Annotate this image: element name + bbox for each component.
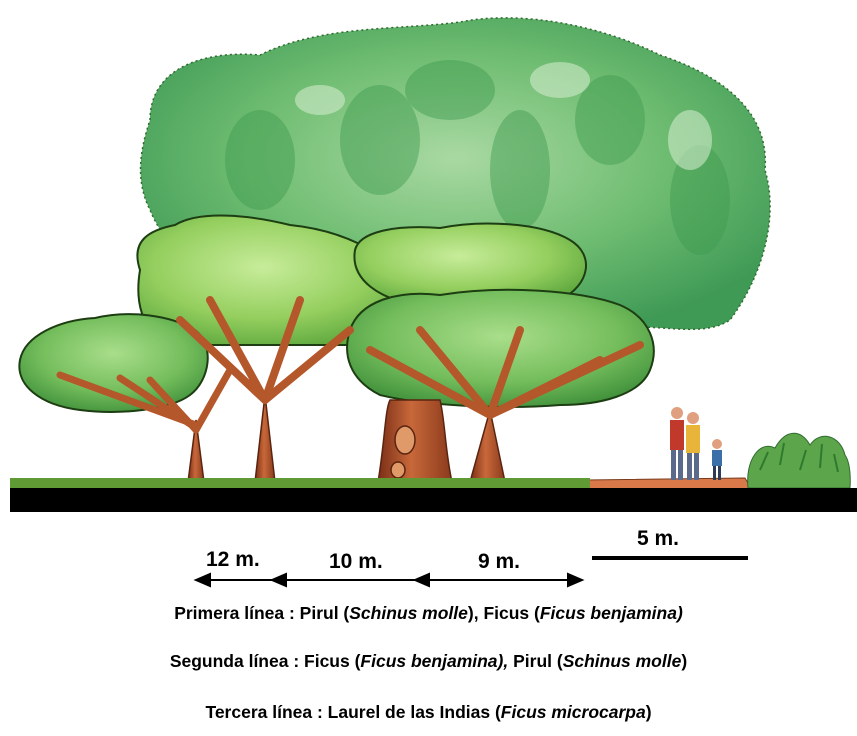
caption-line-3: Tercera línea : Laurel de las Indias (Fi… xyxy=(0,702,857,723)
caption-line-3-mid: ) xyxy=(646,702,652,722)
caption-line-1: Primera línea : Pirul (Schinus molle), F… xyxy=(0,603,857,624)
spacing-label-10: 10 m. xyxy=(329,550,383,574)
caption-line-2: Segunda línea : Ficus (Ficus benjamina),… xyxy=(0,651,857,672)
shrubs xyxy=(748,433,851,488)
spacing-label-9: 9 m. xyxy=(478,550,520,574)
caption-line-2-prefix: Segunda línea : Ficus ( xyxy=(170,651,361,671)
scale-label: 5 m. xyxy=(637,527,679,551)
ground xyxy=(10,488,857,512)
caption-line-1-species-1: Schinus molle xyxy=(349,603,468,623)
caption-line-1-prefix: Primera línea : Pirul ( xyxy=(174,603,349,623)
caption-line-1-mid: ), Ficus ( xyxy=(468,603,540,623)
caption-line-3-species-1: Ficus microcarpa xyxy=(501,702,646,722)
spacing-label-12: 12 m. xyxy=(206,548,260,572)
caption-line-1-species-2: Ficus benjamina) xyxy=(540,603,683,623)
people xyxy=(670,407,722,480)
caption-line-2-mid: Pirul ( xyxy=(508,651,562,671)
scale-bar xyxy=(592,556,748,560)
caption-line-2-end: ) xyxy=(681,651,687,671)
tree-illustration xyxy=(0,0,857,515)
caption-line-2-species-1: Ficus benjamina), xyxy=(360,651,508,671)
caption-line-3-prefix: Tercera línea : Laurel de las Indias ( xyxy=(205,702,500,722)
caption-line-2-species-2: Schinus molle xyxy=(563,651,682,671)
